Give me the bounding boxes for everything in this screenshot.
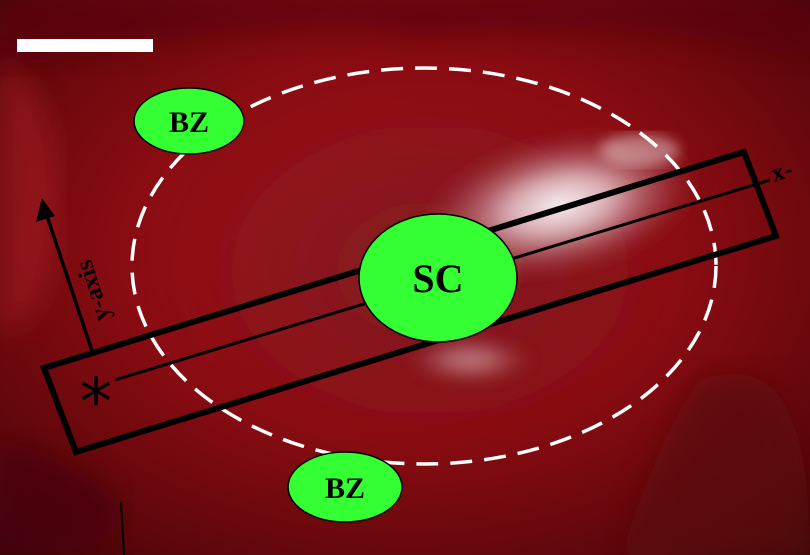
label-bz-bottom-text: BZ <box>325 472 365 505</box>
origin-asterisk: * <box>80 366 112 440</box>
label-bz-top-text: BZ <box>169 106 209 139</box>
region-dashed-outline <box>130 66 718 466</box>
y-axis-line <box>43 209 95 355</box>
y-axis-arrowhead <box>36 198 55 222</box>
tissue-shadow-bottom-right <box>620 373 810 555</box>
label-sc: SC <box>358 213 518 343</box>
tissue-left-lobe <box>0 60 61 332</box>
tissue-highlight-small <box>600 134 680 166</box>
tissue-highlight-lower <box>400 332 540 388</box>
scale-bar <box>17 39 153 52</box>
tissue-fold-top <box>0 0 810 70</box>
analysis-rectangle <box>40 148 780 456</box>
annotation-line-bottom <box>120 501 125 555</box>
label-sc-text: SC <box>412 256 463 301</box>
label-bz-bottom: BZ <box>287 451 403 523</box>
tissue-shadow-bottom-left <box>0 440 122 555</box>
label-bz-top: BZ <box>133 87 245 155</box>
